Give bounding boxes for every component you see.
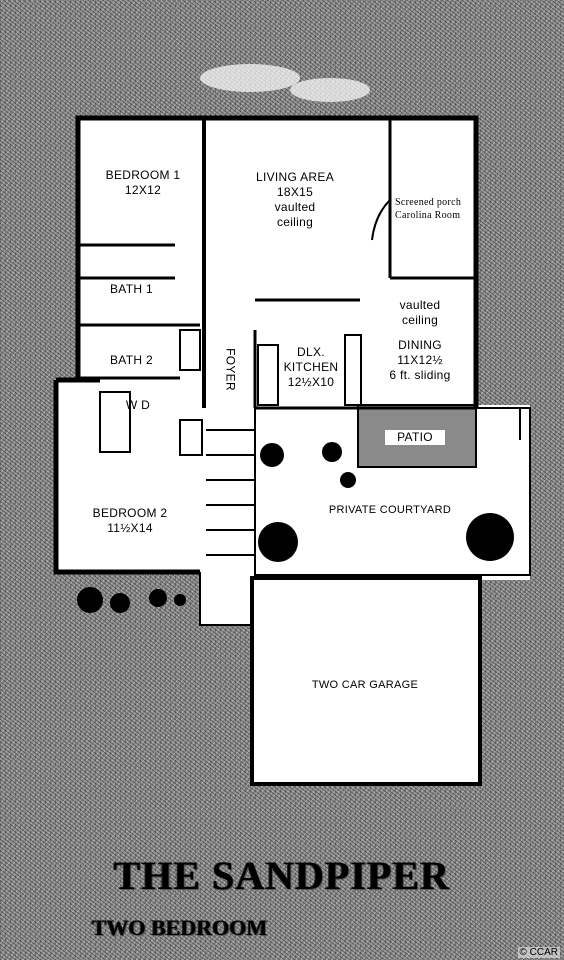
plan-subtitle: TWO BEDROOM: [92, 915, 268, 940]
room-note: ceiling: [276, 215, 314, 229]
porch-line2: Carolina Room: [395, 210, 461, 221]
shrub-icon: [110, 593, 130, 613]
shrub-icon: [466, 513, 514, 561]
shrub-icon: [174, 594, 186, 606]
room-note: ceiling: [401, 313, 439, 327]
shrub-icon: [322, 442, 342, 462]
watermark: © CCAR: [517, 947, 560, 958]
room-note: vaulted: [274, 200, 316, 214]
room-size: 11X12½: [397, 353, 443, 367]
garage-label: TWO CAR GARAGE: [311, 679, 419, 691]
porch-line1: Screened porch: [395, 197, 462, 208]
room-size: 11½X14: [107, 521, 153, 535]
bedroom2-label: BEDROOM 2 11½X14: [75, 506, 185, 536]
room-name: BEDROOM 1: [105, 168, 181, 182]
room-name: BEDROOM 2: [92, 506, 168, 520]
room-name: DINING: [398, 338, 442, 352]
plan-title: THE SANDPIPER: [113, 853, 451, 898]
shrub-icon: [258, 522, 298, 562]
bath1-label: BATH 1: [110, 282, 153, 296]
shrub-icon: [260, 443, 284, 467]
landscaping: [77, 442, 514, 613]
walls: [53, 115, 531, 786]
foyer-label: FOYER: [223, 348, 238, 391]
top-shrubbery: [200, 64, 370, 102]
courtyard-label: PRIVATE COURTYARD: [328, 504, 452, 516]
porch-label: Screened porch Carolina Room: [395, 196, 475, 222]
dining-label: vaulted ceiling DINING 11X12½ 6 ft. slid…: [368, 298, 472, 383]
bedroom1-label: BEDROOM 1 12X12: [95, 168, 191, 198]
shrub-icon: [149, 589, 167, 607]
room-size: 12X12: [124, 183, 162, 197]
shrub-icon: [340, 472, 356, 488]
room-note: vaulted: [399, 298, 441, 312]
garage-floor: [250, 575, 480, 785]
entry-walk: [200, 575, 252, 625]
room-name: DLX.: [297, 345, 325, 359]
sliding-door-note: 6 ft. sliding: [389, 368, 451, 382]
room-size: 18X15: [276, 185, 314, 199]
room-name: KITCHEN: [283, 360, 339, 374]
kitchen-label: DLX. KITCHEN 12½X10: [276, 345, 346, 390]
bath2-label: BATH 2: [110, 353, 153, 367]
patio-label: PATIO: [385, 430, 445, 445]
shrub-icon: [77, 587, 103, 613]
room-name: LIVING AREA: [256, 170, 334, 184]
wd-label: W D: [125, 398, 151, 412]
living-label: LIVING AREA 18X15 vaulted ceiling: [240, 170, 350, 230]
room-size: 12½X10: [287, 375, 335, 389]
